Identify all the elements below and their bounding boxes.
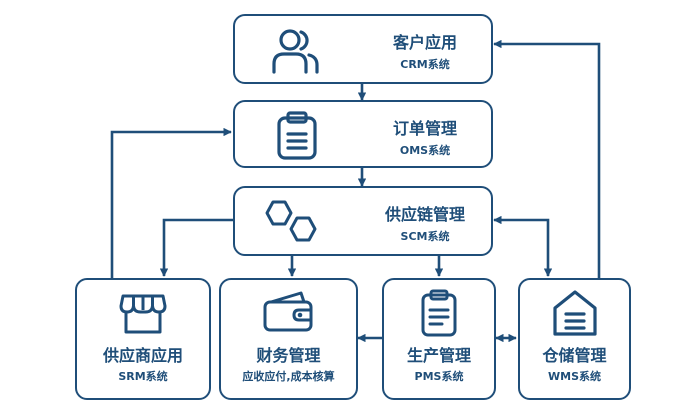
hexagon-link-icon xyxy=(265,200,317,242)
node-wms: 仓储管理 WMS系统 xyxy=(518,278,631,400)
node-scm: 供应链管理 SCM系统 xyxy=(233,186,493,256)
node-crm-subtitle: CRM系统 xyxy=(400,58,450,71)
node-pms-title: 生产管理 xyxy=(406,346,471,365)
warehouse-icon xyxy=(552,290,597,336)
clipboard-icon xyxy=(421,289,457,337)
clipboard-list-icon xyxy=(277,111,317,160)
node-pms: 生产管理 PMS系统 xyxy=(382,278,496,400)
node-wms-title: 仓储管理 xyxy=(542,346,607,365)
arrow-wms-to-crm xyxy=(493,39,601,278)
node-crm: 客户应用 CRM系统 xyxy=(233,14,493,84)
node-crm-title: 客户应用 xyxy=(392,33,457,52)
arrow-srm-to-oms xyxy=(110,127,232,278)
node-finance-title: 财务管理 xyxy=(256,346,321,365)
node-wms-subtitle: WMS系统 xyxy=(547,370,601,383)
node-srm-title: 供应商应用 xyxy=(102,346,183,365)
node-scm-subtitle: SCM系统 xyxy=(400,230,450,243)
node-srm-subtitle: SRM系统 xyxy=(118,370,168,383)
node-finance-subtitle: 应收应付,成本核算 xyxy=(242,370,335,383)
wallet-icon xyxy=(263,291,312,332)
node-oms-subtitle: OMS系统 xyxy=(399,144,451,157)
arrow-scm-wms-bidirectional xyxy=(493,215,553,277)
node-oms-title: 订单管理 xyxy=(392,119,457,138)
node-pms-subtitle: PMS系统 xyxy=(414,370,464,383)
node-scm-title: 供应链管理 xyxy=(384,205,465,224)
node-oms: 订单管理 OMS系统 xyxy=(233,100,493,168)
users-icon xyxy=(272,29,319,74)
node-srm: 供应商应用 SRM系统 xyxy=(75,278,211,400)
arrow-scm-to-srm xyxy=(159,218,233,277)
node-finance: 财务管理 应收应付,成本核算 xyxy=(219,278,358,400)
storefront-icon xyxy=(119,294,167,334)
